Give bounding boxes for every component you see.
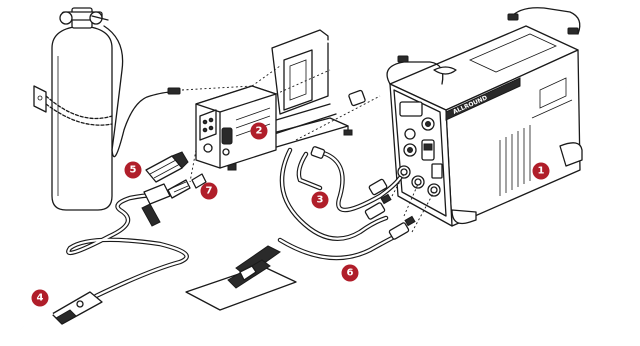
leader-line — [189, 149, 197, 183]
mig-torch — [16, 183, 189, 336]
leader-line — [275, 69, 331, 95]
callout-7: 7 — [200, 182, 218, 200]
leader-line — [411, 191, 435, 233]
leader-line — [403, 183, 419, 217]
callout-1: 1 — [532, 162, 550, 180]
callout-4: 4 — [31, 289, 49, 307]
callout-5-label: 5 — [130, 165, 137, 176]
side-grille — [499, 125, 531, 196]
gas-hose — [103, 25, 173, 158]
leader-line — [251, 65, 281, 87]
callout-3: 3 — [311, 191, 329, 209]
callout-6: 6 — [341, 264, 359, 282]
wire-feeder — [195, 29, 366, 171]
callout-5: 5 — [124, 161, 142, 179]
callout-2: 2 — [250, 122, 268, 140]
euro-connector — [145, 151, 189, 183]
callout-2-label: 2 — [256, 126, 263, 137]
earth-cable — [185, 147, 416, 311]
power-source: ALLROUND — [386, 7, 628, 227]
callout-6-label: 6 — [347, 268, 354, 279]
gas-cylinder — [33, 7, 113, 211]
callout-1-label: 1 — [538, 166, 545, 177]
callout-4-label: 4 — [37, 293, 44, 304]
contact-parts — [167, 173, 207, 199]
interconnection-cable — [296, 146, 403, 220]
gas-hose-connector — [167, 87, 181, 95]
callout-7-label: 7 — [206, 186, 213, 197]
callout-3-label: 3 — [317, 195, 324, 206]
